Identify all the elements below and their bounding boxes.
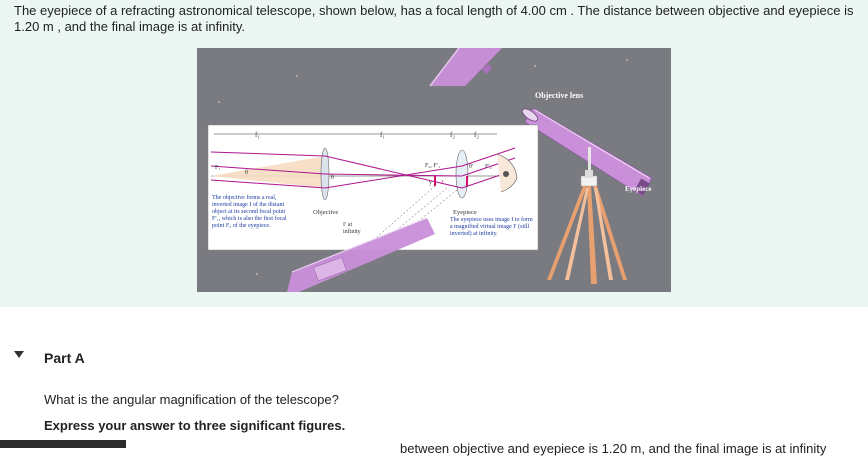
- F1-label: F₁: [215, 165, 220, 171]
- cutoff-text: between objective and eyepiece is 1.20 m…: [400, 441, 827, 456]
- f1-label-mid: f₁: [380, 131, 385, 139]
- theta-label-2: θ: [331, 175, 334, 181]
- objective-caption-line: F′₁, which is also the first focal: [212, 215, 287, 222]
- eyepiece-caption-line: inverted) at infinity.: [450, 230, 498, 237]
- part-title: Part A: [44, 350, 85, 366]
- objective-inset-label: Objective: [313, 209, 338, 216]
- objective-caption-line: The objective forms a real,: [212, 194, 277, 201]
- image-label: I: [440, 180, 444, 186]
- eyepiece-inset-label: Eyepiece: [453, 209, 477, 216]
- objective-lens-label: Objective lens: [535, 91, 583, 100]
- eyepiece-label: Eyepiece: [625, 185, 651, 193]
- f2-label-2: f₂: [474, 131, 479, 139]
- eyepiece-caption-line: The eyepiece uses image I to form: [450, 216, 533, 223]
- objective-caption-line: object at its second focal point: [212, 208, 285, 215]
- theta-prime-label: θ′: [469, 164, 474, 170]
- f1-label-left: f₁: [255, 131, 260, 139]
- eyepiece-caption-line: a magnified virtual image I′ (still: [450, 223, 529, 230]
- objective-caption: The objective forms a real, inverted ima…: [212, 194, 287, 229]
- ray-diagram-inset: f₁ f₁ f₂ f₂: [207, 124, 539, 251]
- problem-statement-panel: The eyepiece of a refracting astronomica…: [0, 0, 868, 307]
- answer-toolbar-edge: [0, 440, 126, 448]
- telescope-tube-top: [429, 47, 502, 87]
- collapse-caret-icon[interactable]: [14, 351, 24, 358]
- objective-caption-line: inverted image I of the distant: [212, 201, 284, 208]
- F2-F1p-label: F₂, F′₁: [425, 163, 440, 169]
- telescope-figure: Objective lens Eyepiece f₁ f₁ f₂ f₂: [197, 47, 671, 292]
- F2p-label: F′₂: [485, 164, 492, 170]
- question-text: What is the angular magnification of the…: [44, 392, 339, 407]
- instruction-text: Express your answer to three significant…: [44, 418, 346, 433]
- problem-text: The eyepiece of a refracting astronomica…: [14, 3, 854, 34]
- tripod-legs: [547, 186, 627, 284]
- infinity-label: I′ at: [343, 222, 352, 228]
- objective-caption-line: point F₂ of the eyepiece.: [212, 222, 271, 229]
- eyepiece-caption: The eyepiece uses image I to form a magn…: [450, 216, 533, 237]
- y-label: y: [429, 180, 432, 186]
- part-a-header[interactable]: [0, 332, 868, 382]
- theta-label-1: θ: [245, 170, 248, 176]
- f2-label-1: f₂: [450, 131, 455, 139]
- telescope-tube-bottom: [287, 217, 435, 292]
- infinity-label: infinity: [343, 228, 361, 235]
